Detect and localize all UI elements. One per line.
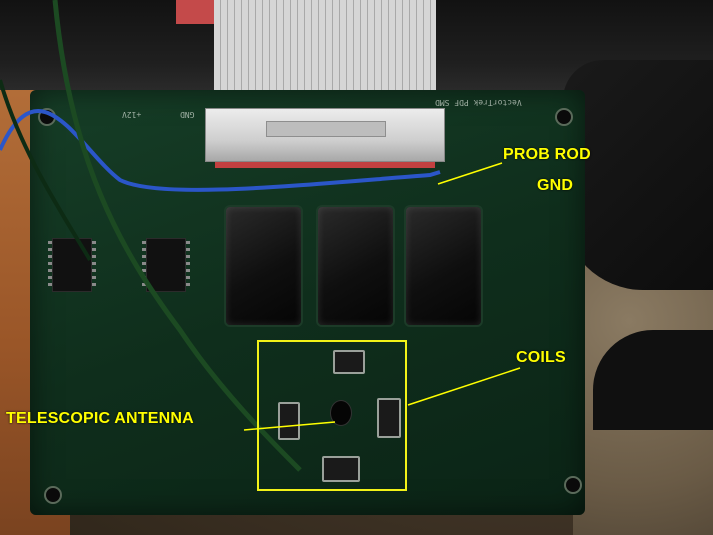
- circuit-board: VectorTrek PDF SMD GND +12V: [30, 90, 585, 515]
- relay-component: [224, 205, 303, 327]
- mounting-hole: [44, 486, 62, 504]
- blue-wire: [0, 109, 441, 192]
- ic-chip: [142, 238, 190, 292]
- coil-component: [377, 398, 401, 438]
- connector-slot: [266, 121, 386, 137]
- label-telescopic-antenna: TELESCOPIC ANTENNA: [6, 410, 194, 427]
- stand-arm-lower: [593, 330, 713, 430]
- antenna-mount: [330, 400, 352, 426]
- label-prob-rod: PROB ROD: [503, 146, 591, 163]
- coil-component: [333, 350, 365, 374]
- mounting-hole: [564, 476, 582, 494]
- relay-component: [316, 205, 395, 327]
- dark-wire: [0, 79, 92, 262]
- mounting-hole: [555, 108, 573, 126]
- ic-chip: [48, 238, 96, 292]
- coils-highlight-box: [257, 340, 407, 491]
- stand-arm: [563, 60, 713, 290]
- relay-component: [404, 205, 483, 327]
- connector-base: [215, 160, 435, 168]
- ribbon-cable-edge: [176, 0, 214, 24]
- ribbon-connector: [205, 108, 445, 162]
- label-coils: COILS: [516, 349, 566, 366]
- coil-component: [322, 456, 360, 482]
- label-gnd: GND: [537, 177, 574, 194]
